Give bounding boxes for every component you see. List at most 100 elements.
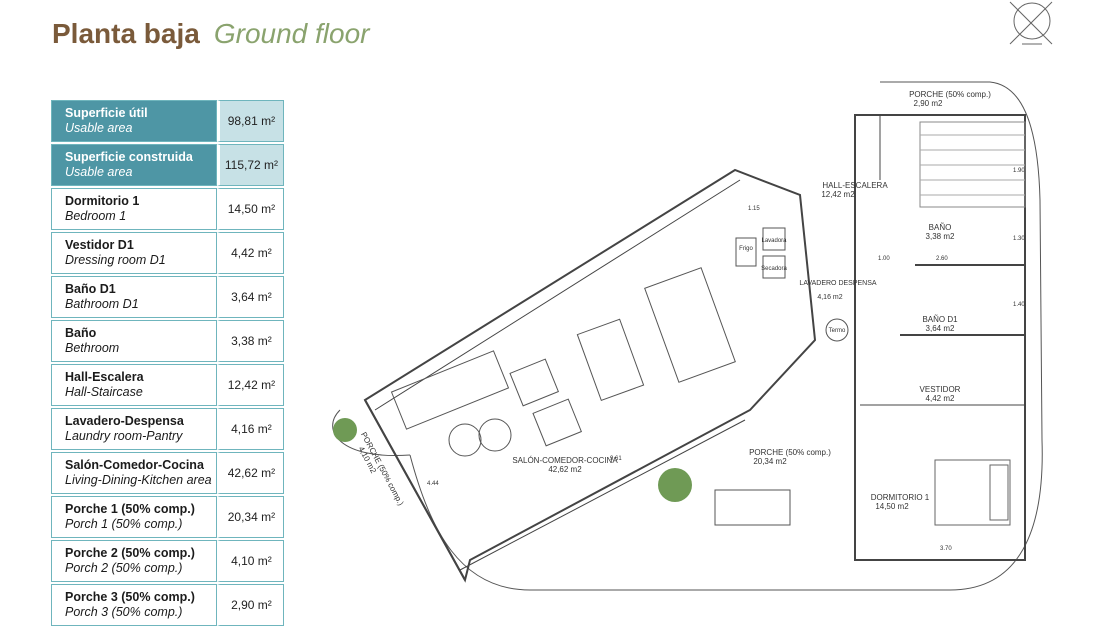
outdoor-table (714, 489, 791, 526)
area-name-en: Dressing room D1 (65, 253, 166, 267)
page-title: Planta baja Ground floor (52, 18, 369, 50)
label-living: SALÓN-COMEDOR-COCINA (512, 456, 618, 465)
label-hall: HALL-ESCALERA (822, 181, 888, 190)
dim-7: 9.61 (610, 456, 622, 462)
area-value: 4,42 m² (216, 232, 284, 274)
area-name-en: Bathroom D1 (65, 297, 139, 311)
label-bath-d1: BAÑO D1 (922, 315, 958, 324)
dim-2: 1.00 (878, 256, 890, 262)
area-name-en: Porch 1 (50% comp.) (65, 517, 183, 531)
title-english: Ground floor (213, 18, 370, 49)
armchair (532, 398, 583, 447)
svg-text:3,64 m2: 3,64 m2 (926, 324, 955, 333)
area-value: 115,72 m² (216, 144, 284, 186)
dim-9: 3.70 (940, 546, 952, 552)
sofa (390, 350, 510, 430)
area-name-es: Baño D1 (65, 282, 116, 296)
dim-3: 2.60 (936, 256, 948, 262)
area-name-es: Porche 1 (50% comp.) (65, 502, 195, 516)
svg-text:4,16 m2: 4,16 m2 (817, 294, 842, 301)
living-wing (363, 168, 817, 583)
area-row: Porche 1 (50% comp.)Porch 1 (50% comp.)2… (51, 496, 284, 538)
svg-text:3,38 m2: 3,38 m2 (926, 232, 955, 241)
armchair (509, 358, 560, 407)
area-value: 2,90 m² (216, 584, 284, 626)
label-porch-2: PORCHE (50% comp.) (359, 431, 406, 508)
svg-text:14,50 m2: 14,50 m2 (875, 502, 909, 511)
area-row: Porche 2 (50% comp.)Porch 2 (50% comp.)4… (51, 540, 284, 582)
area-name-es: Dormitorio 1 (65, 194, 140, 208)
area-value: 3,38 m² (216, 320, 284, 362)
dining-table (576, 318, 645, 402)
area-name-en: Porch 3 (50% comp.) (65, 605, 183, 619)
area-value: 14,50 m² (216, 188, 284, 230)
right-wing (854, 114, 1026, 561)
label-porch-3: PORCHE (50% comp.) (909, 90, 991, 99)
area-name-es: Superficie útil (65, 106, 148, 120)
bed (934, 459, 1011, 526)
area-value: 98,81 m² (216, 100, 284, 142)
area-name-es: Porche 2 (50% comp.) (65, 546, 195, 560)
area-name-en: Usable area (65, 121, 133, 135)
dim-4: 1.30 (1013, 236, 1025, 242)
area-name-en: Usable area (65, 165, 133, 179)
svg-text:2,90 m2: 2,90 m2 (914, 99, 943, 108)
floor-plan: PORCHE (50% comp.) 2,90 m2 HALL-ESCALERA… (332, 81, 1043, 591)
area-name-en: Porch 2 (50% comp.) (65, 561, 183, 575)
label-porch-1: PORCHE (50% comp.) (749, 448, 831, 457)
compass-north-icon (1009, 1, 1053, 45)
coffee-table (478, 418, 512, 452)
area-name-es: Porche 3 (50% comp.) (65, 590, 195, 604)
area-value: 20,34 m² (216, 496, 284, 538)
title-spanish: Planta baja (52, 18, 200, 49)
area-name-en: Hall-Staircase (65, 385, 143, 399)
svg-text:42,62 m2: 42,62 m2 (548, 465, 582, 474)
svg-text:12,42 m2: 12,42 m2 (821, 190, 855, 199)
label-bath: BAÑO (929, 223, 952, 232)
coffee-table (448, 423, 482, 457)
fixture-fridge: Frigo (739, 246, 753, 252)
area-name-es: Superficie construida (65, 150, 193, 164)
area-name-en: Bethroom (65, 341, 120, 355)
dim-8: 4.44 (427, 481, 439, 487)
label-laundry: LAVADERO DESPENSA (799, 280, 876, 287)
area-name-es: Hall-Escalera (65, 370, 144, 384)
area-name-es: Lavadero-Despensa (65, 414, 184, 428)
area-value: 12,42 m² (216, 364, 284, 406)
area-name-cell: Porche 2 (50% comp.)Porch 2 (50% comp.) (51, 540, 217, 582)
area-name-cell: Porche 3 (50% comp.)Porch 3 (50% comp.) (51, 584, 217, 626)
dim-1: 1.15 (748, 206, 760, 212)
area-value: 4,16 m² (216, 408, 284, 450)
dim-5: 1.40 (1013, 302, 1025, 308)
site-outline-left (332, 409, 411, 457)
label-bedroom: DORMITORIO 1 (871, 493, 930, 502)
fixture-washer: Lavadora (761, 238, 787, 244)
area-name-es: Vestidor D1 (65, 238, 134, 252)
area-name-es: Salón-Comedor-Cocina (65, 458, 204, 472)
fixture-boiler: Termo (829, 328, 846, 334)
area-row: Porche 3 (50% comp.)Porch 3 (50% comp.)2… (51, 584, 284, 626)
area-value: 3,64 m² (216, 276, 284, 318)
area-name-en: Laundry room-Pantry (65, 429, 183, 443)
tree-icon (333, 418, 692, 502)
area-name-en: Living-Dining-Kitchen area (65, 473, 212, 487)
area-name-cell: Porche 1 (50% comp.)Porch 1 (50% comp.) (51, 496, 217, 538)
svg-text:20,34 m2: 20,34 m2 (753, 457, 787, 466)
